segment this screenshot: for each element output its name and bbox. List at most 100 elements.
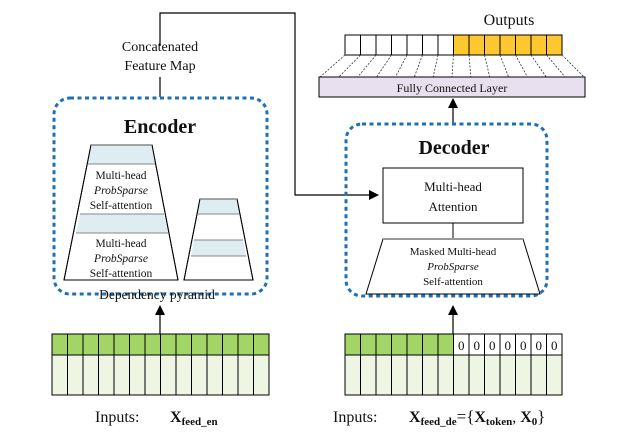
feature-map-connector	[159, 12, 379, 200]
encoder-pyramid-small	[183, 198, 254, 281]
encoder-token-cell	[129, 333, 146, 356]
output-cell	[344, 34, 361, 56]
decoder-feature-cell	[375, 354, 392, 396]
enc-block1-line1: Multi-head	[95, 170, 146, 182]
zero-placeholder: 0	[489, 338, 496, 353]
encoder-feature-cell	[253, 354, 270, 396]
encoder-feature-cell	[144, 354, 161, 396]
output-cell	[360, 34, 377, 56]
encoder-token-cell	[82, 333, 99, 356]
zero-placeholder: 0	[551, 338, 558, 353]
output-cell	[422, 34, 439, 56]
zero-placeholder: 0	[520, 338, 527, 353]
output-cell	[375, 34, 392, 56]
encoder-feature-cell	[206, 354, 223, 396]
concat-label-1: Concatenated	[122, 40, 198, 55]
fc-connector-line	[357, 54, 377, 78]
enc-block2-line3: Self-attention	[90, 268, 153, 280]
decoder-feature-cell	[515, 354, 532, 396]
decoder-feature-cell	[499, 354, 516, 396]
fc-connector-line	[376, 54, 392, 78]
decoder-feature-cell	[546, 354, 563, 396]
zero-placeholder: 0	[536, 338, 543, 353]
encoder-token-cell	[206, 333, 223, 356]
zero-placeholder: 0	[474, 338, 481, 353]
encoder-token-cell	[237, 333, 254, 356]
encoder-feature-cell	[98, 354, 115, 396]
encoder-feature-cell	[237, 354, 254, 396]
decoder-token-cell	[360, 333, 377, 356]
encoder-token-cell	[113, 333, 130, 356]
zero-placeholder: 0	[458, 338, 465, 353]
output-prediction-cell	[546, 34, 563, 56]
decoder-feature-cell	[406, 354, 423, 396]
encoder-feature-cell	[67, 354, 84, 396]
fc-connector-line	[432, 54, 439, 78]
fc-connector-line	[395, 54, 408, 78]
comma: ,	[512, 409, 516, 426]
decoder-token-cell	[406, 333, 423, 356]
masked-attention-block	[365, 238, 541, 295]
zero-placeholder: 0	[505, 338, 512, 353]
enc-block1-line2: ProbSparse	[93, 185, 148, 197]
encoder-token-cell	[222, 333, 239, 356]
decoder-container	[344, 122, 549, 298]
decoder-token-cell	[344, 333, 361, 356]
encoder-feature-cell	[160, 354, 177, 396]
encoder-token-cell	[160, 333, 177, 356]
fc-connector-line	[515, 54, 528, 78]
decoder-input-prefix: Inputs:	[333, 409, 377, 426]
encoder-token-cell	[51, 333, 68, 356]
x-symbol: X	[409, 409, 421, 426]
encoder-token-cell	[67, 333, 84, 356]
encoder-feature-cell	[129, 354, 146, 396]
output-prediction-cell	[530, 34, 547, 56]
fc-connector-line	[413, 54, 423, 78]
decoder-token-cell	[422, 333, 439, 356]
encoder-title: Encoder	[124, 116, 196, 138]
output-cell	[391, 34, 408, 56]
fc-connector-line	[468, 54, 472, 78]
x-subscript: feed_de	[421, 416, 457, 428]
output-cell	[406, 34, 423, 56]
masked-line3: Self-attention	[423, 276, 483, 288]
x-zero-symbol: X	[520, 409, 532, 426]
enc-block1-line3: Self-attention	[90, 200, 153, 212]
decoder-title: Decoder	[418, 137, 489, 159]
output-prediction-cell	[484, 34, 501, 56]
concat-label-2: Feature Map	[124, 59, 195, 74]
fc-connector-line	[338, 54, 361, 78]
encoder-input-grid	[51, 333, 270, 396]
fc-connector-line	[484, 54, 491, 78]
decoder-feature-cell	[468, 354, 485, 396]
encoder-container	[52, 96, 269, 296]
decoder-feature-cell	[437, 354, 454, 396]
fc-connector-line	[451, 54, 454, 78]
enc-block2-line1: Multi-head	[95, 238, 146, 250]
encoder-feature-cell	[222, 354, 239, 396]
encoder-feature-cell	[191, 354, 208, 396]
decoder-input-formula: Xfeed_de={Xtoken,X0}	[409, 407, 545, 428]
decoder-feature-cell	[422, 354, 439, 396]
fc-connector-line	[530, 54, 547, 78]
decoder-token-cell	[437, 333, 454, 356]
encoder-token-cell	[144, 333, 161, 356]
encoder-token-cell	[175, 333, 192, 356]
outputs-grid	[344, 34, 563, 56]
encoder-pyramid-main	[63, 144, 179, 281]
encoder-feature-cell	[175, 354, 192, 396]
output-prediction-cell	[515, 34, 532, 56]
close-brace: }	[537, 407, 545, 426]
x-token-subscript: token	[486, 416, 512, 428]
encoder-token-cell	[191, 333, 208, 356]
output-prediction-cell	[468, 34, 485, 56]
decoder-feature-cell	[530, 354, 547, 396]
x-zero-subscript: 0	[532, 416, 538, 428]
x-symbol: X	[170, 409, 182, 426]
outputs-title: Outputs	[484, 12, 535, 29]
attention-line1: Multi-head	[424, 179, 482, 194]
fc-connector-line	[561, 54, 585, 78]
decoder-feature-cell	[391, 354, 408, 396]
fc-connector-line	[546, 54, 566, 78]
